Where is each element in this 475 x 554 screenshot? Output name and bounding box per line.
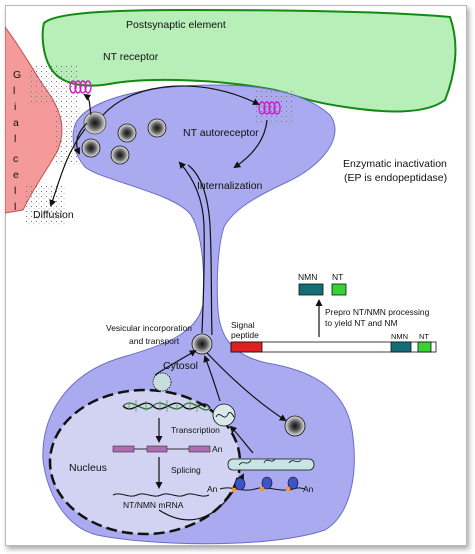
label-mrna: NT/NMN mRNA <box>123 500 184 510</box>
pre-mrna <box>112 445 211 453</box>
golgi-cargo <box>215 412 235 418</box>
label-bar-nt: NT <box>419 332 429 341</box>
label-vesicular-1: Vesicular incorporation <box>106 323 192 333</box>
postsynaptic-element <box>41 8 457 113</box>
vesicle <box>147 118 167 138</box>
label-signal-2: peptide <box>231 330 259 340</box>
svg-text:a: a <box>13 117 19 129</box>
svg-text:i: i <box>14 101 16 113</box>
label-transcription: Transcription <box>171 425 220 435</box>
svg-text:e: e <box>13 169 19 181</box>
label-enzymatic-2: (EP is endopeptidase) <box>344 172 447 184</box>
label-nucleus: Nucleus <box>69 462 107 474</box>
signal-peptide-segment <box>230 341 263 353</box>
label-prepro-2: to yield NT and NM <box>325 318 398 328</box>
label-prepro-1: Prepro NT/NMN processing <box>325 307 430 317</box>
nt-receptor-coil <box>69 80 92 94</box>
mature-mrna <box>112 493 210 497</box>
label-nt-receptor: NT receptor <box>103 51 159 63</box>
svg-text:l: l <box>14 185 16 197</box>
label-vesicular-2: and transport <box>129 336 180 346</box>
label-enzymatic-1: Enzymatic inactivation <box>343 158 447 170</box>
nmn-segment <box>390 341 412 353</box>
product-nt-box <box>331 283 347 296</box>
label-product-nmn: NMN <box>298 272 317 282</box>
vesicle <box>117 123 137 143</box>
label-product-nt: NT <box>332 272 343 282</box>
vesicle-released <box>83 111 107 135</box>
label-an-1: An <box>212 444 223 454</box>
nt-segment <box>417 341 432 353</box>
vesicle-axon <box>191 333 213 355</box>
vesicle <box>110 145 130 165</box>
product-nmn-box <box>298 283 324 296</box>
ribosomes <box>231 476 299 493</box>
diffusion-dots-top <box>27 65 77 105</box>
svg-text:G: G <box>13 69 21 81</box>
svg-text:c: c <box>13 153 18 165</box>
vesicle-soma <box>284 415 306 437</box>
label-postsynaptic: Postsynaptic element <box>126 19 226 31</box>
nascent-peptides <box>238 458 302 466</box>
label-glial-cell: G l i a l c e l l <box>13 69 21 213</box>
nt-autoreceptor-coil <box>258 101 281 115</box>
label-splicing: Splicing <box>171 465 201 475</box>
label-an-2: An <box>207 484 218 494</box>
svg-text:l: l <box>14 133 16 145</box>
release-arrows <box>49 85 287 521</box>
svg-text:l: l <box>13 85 15 97</box>
label-cytosol: Cytosol <box>163 360 198 372</box>
svg-text:l: l <box>14 201 16 213</box>
neuropeptide-diagram: Postsynaptic element NT receptor G l i a… <box>5 8 457 545</box>
label-bar-nmn: NMN <box>391 332 408 341</box>
diffusion-dots-bottom <box>25 185 65 225</box>
label-nt-autoreceptor: NT autoreceptor <box>183 127 259 139</box>
label-signal-1: Signal <box>231 320 255 330</box>
golgi-vesicle <box>212 403 236 427</box>
label-internalization: Internalization <box>197 180 263 192</box>
label-diffusion: Diffusion <box>33 209 74 221</box>
label-an-3: An <box>303 484 314 494</box>
dna-helix <box>122 400 211 412</box>
vesicle-forming <box>152 372 172 392</box>
vesicle <box>81 138 101 158</box>
diffusion-dots-left <box>55 105 81 165</box>
